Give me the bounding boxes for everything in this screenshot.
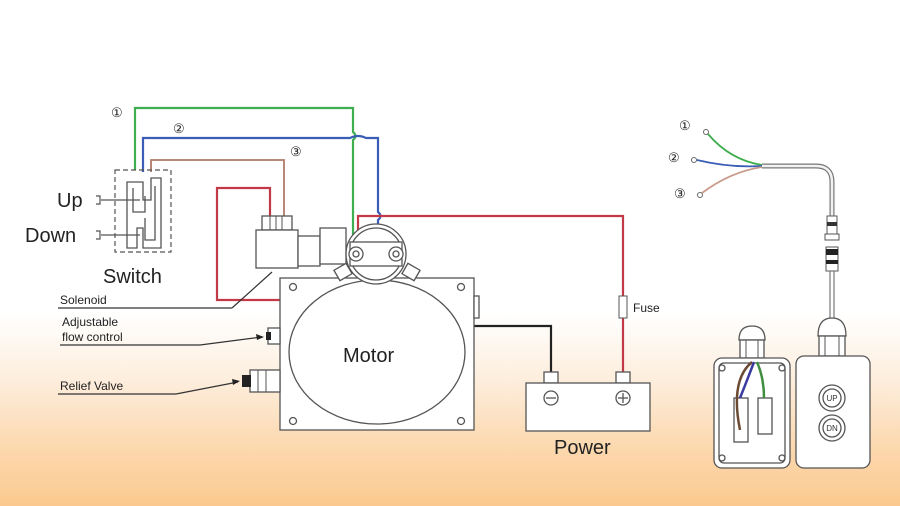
solenoid-coil xyxy=(255,229,299,269)
wire-number-3: ③ xyxy=(290,145,302,160)
wire-2-blue xyxy=(141,134,382,228)
up-button[interactable]: UP xyxy=(818,384,846,412)
remote-wire-number-2: ② xyxy=(668,151,680,166)
down-button-label: DN xyxy=(826,424,838,433)
solenoid-valve xyxy=(255,215,347,269)
power-label: Power xyxy=(554,437,611,459)
remote-wire-3-end xyxy=(697,192,703,198)
switch-housing xyxy=(114,169,172,253)
wire-number-2: ② xyxy=(173,122,185,137)
relief-valve-label: Relief Valve xyxy=(60,379,123,393)
wire-number-1: ① xyxy=(111,106,123,121)
battery-body xyxy=(525,382,651,432)
relief-valve-arrow-icon xyxy=(232,379,240,385)
adjustable-label-line1: Adjustable xyxy=(62,315,118,329)
remote-wire-1-end xyxy=(703,129,709,135)
battery xyxy=(525,371,651,432)
solenoid-leader-line xyxy=(231,271,273,309)
minus-icon xyxy=(543,390,559,406)
down-label: Down xyxy=(25,225,76,247)
wire-number-2-label: ② xyxy=(173,122,185,137)
fuse-label: Fuse xyxy=(633,301,660,315)
flow-control-leader-line xyxy=(199,336,263,346)
remote-wire-2-end xyxy=(691,157,697,163)
relief-valve-leader-line xyxy=(175,381,239,395)
remote-wire-number-3: ③ xyxy=(674,187,686,202)
down-terminal-icon xyxy=(96,230,101,240)
switch xyxy=(96,169,172,253)
fuse-icon xyxy=(618,295,628,319)
remote-wire-number-1: ① xyxy=(679,119,691,134)
relay-terminal-right xyxy=(388,246,404,262)
relief-valve-body xyxy=(249,369,281,393)
down-button[interactable]: DN xyxy=(818,414,846,442)
flow-control-arrow-icon xyxy=(256,334,264,340)
relay-terminal-left xyxy=(348,246,364,262)
up-terminal-icon xyxy=(96,195,101,205)
cable-connector xyxy=(824,215,840,272)
plus-icon xyxy=(615,390,631,406)
motor-label: Motor xyxy=(343,345,394,367)
remote-wire-2-blue xyxy=(696,159,763,168)
adjustable-label-line2: flow control xyxy=(62,330,123,344)
remote-wire-1-green xyxy=(707,133,763,166)
wire-3-brown xyxy=(150,159,285,218)
remote-cable xyxy=(762,163,835,216)
motor xyxy=(242,223,480,431)
remote-box-open xyxy=(713,325,791,469)
battery-positive-terminal xyxy=(615,371,631,384)
battery-negative-terminal xyxy=(543,371,559,384)
wire-power-red xyxy=(356,214,625,296)
wire-1-green xyxy=(133,106,357,240)
up-button-label: UP xyxy=(826,394,837,403)
remote-wire-3-brown xyxy=(701,166,763,194)
remote-box-closed: UP DN xyxy=(795,317,871,469)
up-label: Up xyxy=(57,190,83,212)
switch-label: Switch xyxy=(103,266,162,288)
solenoid-label: Solenoid xyxy=(60,293,107,307)
wire-number-3-label: ③ xyxy=(290,145,302,160)
wire-number-1-label: ① xyxy=(111,106,123,121)
